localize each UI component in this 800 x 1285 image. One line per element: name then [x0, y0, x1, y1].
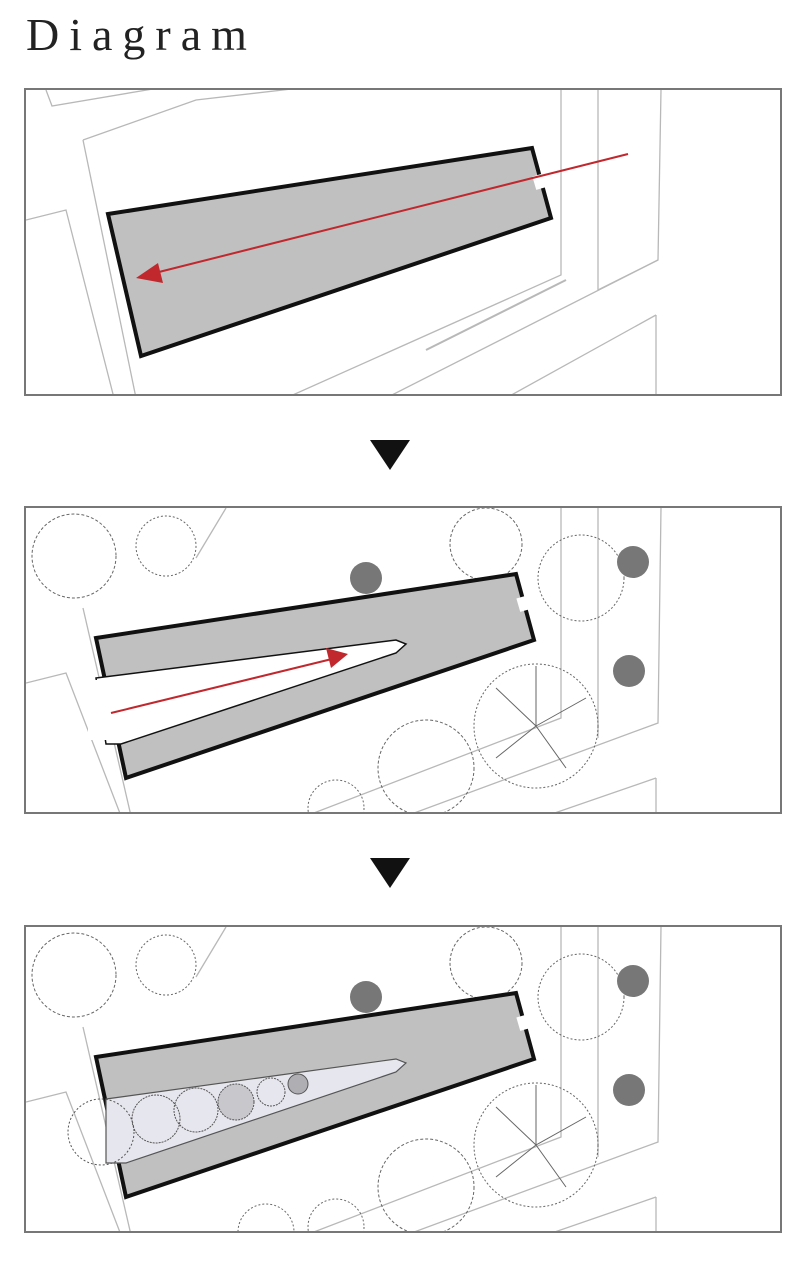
site-lines	[26, 90, 662, 394]
small-tree-icons	[350, 965, 649, 1106]
page-title: Diagram	[26, 9, 257, 60]
void-trees	[67, 1073, 309, 1166]
site-plan-step-3	[26, 927, 662, 1231]
diagram-panel-step-2: Step 2	[24, 506, 782, 814]
site-plan-step-1	[26, 90, 662, 394]
down-triangle-icon	[370, 858, 410, 888]
tree-cluster	[31, 508, 625, 812]
down-triangle-icon	[370, 440, 410, 470]
small-tree-icons	[350, 546, 649, 687]
tapered-void	[95, 639, 408, 745]
planted-void	[105, 1058, 408, 1164]
building-volume	[105, 145, 554, 359]
circulation-arrow	[110, 648, 348, 714]
diagram-panel-step-3: Step 3	[24, 925, 782, 1233]
diagram-panel-step-1: Step 1	[24, 88, 782, 396]
circulation-arrow	[136, 153, 629, 283]
site-plan-step-2	[26, 508, 662, 812]
site-lines	[26, 927, 662, 1231]
